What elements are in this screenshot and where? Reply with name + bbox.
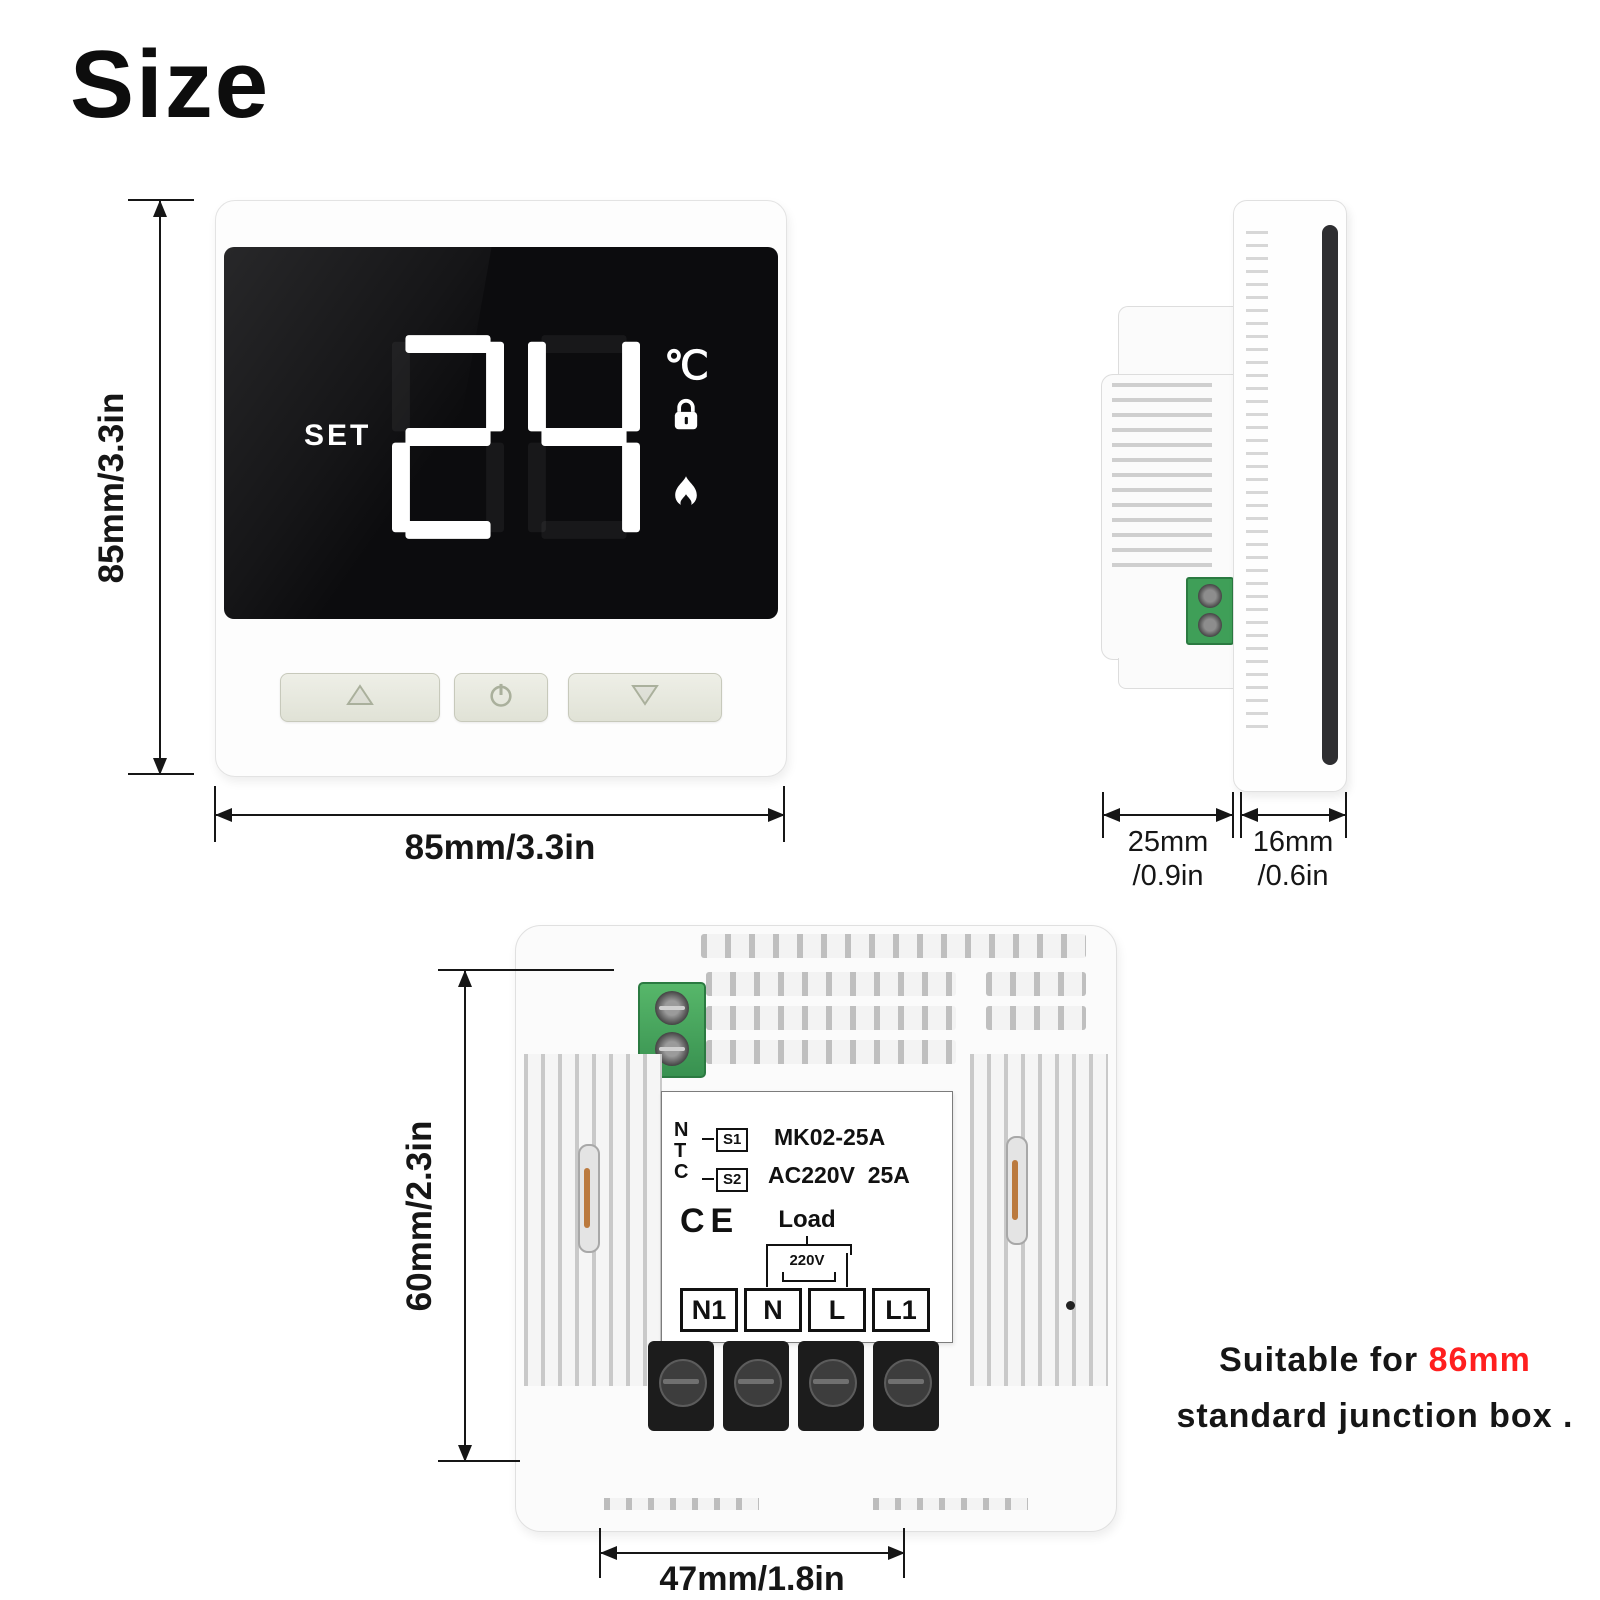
power-button [454, 673, 548, 722]
thermostat-front-view: SET ℃ [215, 200, 787, 777]
up-button [280, 673, 440, 722]
terminal-n1: N1 [680, 1288, 738, 1332]
sensor-terminal-s1: S1 [716, 1128, 749, 1152]
screw-slot [813, 1379, 849, 1384]
side-vent-slots [1112, 383, 1212, 573]
thermostat-screen: SET ℃ [224, 247, 778, 619]
model-number: MK02-25A [774, 1124, 886, 1150]
ntc-letter: C [674, 1161, 689, 1183]
ntc-letter: N [674, 1119, 689, 1141]
voltage-bracket [782, 1272, 836, 1282]
back-height-dim-label: 60mm/2.3in [400, 1120, 439, 1312]
temperature-digits [392, 335, 640, 539]
up-triangle-icon [345, 683, 375, 712]
front-width-dim-line [215, 808, 785, 822]
side-front-plate [1233, 200, 1347, 792]
note-line2: standard junction box . [1176, 1397, 1574, 1435]
wire-line [766, 1253, 768, 1287]
screw-hole [1066, 1301, 1075, 1310]
side-back-box [1101, 374, 1234, 660]
terminal-screw [1198, 613, 1222, 637]
side-front-depth-label-2: /0.6in [1257, 860, 1329, 892]
note-line1: Suitable for 86mm [1150, 1332, 1600, 1388]
side-plate-vent-slots [1246, 231, 1268, 731]
power-rating: AC220V 25A [768, 1162, 910, 1188]
dim-tick [438, 969, 614, 971]
power-icon [487, 681, 515, 714]
terminal-screw [1198, 584, 1222, 608]
wire-line [806, 1236, 808, 1244]
terminal-labels: N1 N L L1 [680, 1288, 930, 1332]
side-front-depth-label-1: 16mm [1252, 826, 1334, 858]
side-screen-edge [1322, 225, 1338, 765]
screw-slot [663, 1379, 699, 1384]
wiring-screw [723, 1341, 789, 1431]
copper-contact [584, 1168, 590, 1228]
set-label: SET [304, 419, 372, 452]
side-back-depth-label-1: 25mm [1127, 826, 1209, 858]
ntc-letter: T [674, 1140, 687, 1162]
dim-tick [1232, 792, 1234, 838]
wire-line [846, 1253, 848, 1287]
side-front-depth-dim-line [1241, 808, 1346, 822]
wire-line [702, 1178, 714, 1180]
side-back-step [1118, 306, 1235, 378]
load-bracket [766, 1244, 852, 1255]
ce-mark: CE [680, 1202, 740, 1240]
wiring-screws [648, 1341, 939, 1431]
celsius-unit: ℃ [664, 344, 709, 388]
front-height-dim-line [153, 200, 167, 775]
screw-slot [738, 1379, 774, 1384]
front-height-dim-label: 85mm/3.3in [92, 392, 131, 584]
flame-icon [671, 475, 701, 516]
vent-slots [986, 1006, 1086, 1030]
terminal-l1: L1 [872, 1288, 930, 1332]
terminal-l: L [808, 1288, 866, 1332]
wiring-screw [648, 1341, 714, 1431]
back-width-dim-line [600, 1546, 905, 1560]
note-highlight: 86mm [1428, 1341, 1531, 1379]
back-height-dim-line [458, 970, 472, 1462]
junction-box-note: Suitable for 86mm standard junction box … [1150, 1332, 1600, 1444]
page-title: Size [70, 31, 271, 138]
spec-label: N T C S1 S2 MK02-25A AC220V 25A CE Load … [661, 1091, 953, 1343]
side-back-depth-label-2: /0.9in [1132, 860, 1204, 892]
copper-contact [1012, 1160, 1018, 1220]
bottom-vent-slot [873, 1498, 1028, 1510]
vent-slots [701, 934, 1086, 958]
dim-tick [438, 1460, 520, 1462]
mounting-slot-right [1006, 1136, 1028, 1245]
screw-slot [888, 1379, 924, 1384]
terminal-screw [655, 991, 689, 1025]
ntc-label: N T C [674, 1120, 688, 1183]
back-width-dim-label: 47mm/1.8in [659, 1560, 845, 1598]
vent-slots [706, 972, 956, 996]
thermostat-back-view: N T C S1 S2 MK02-25A AC220V 25A CE Load … [515, 925, 1117, 1532]
note-prefix: Suitable for [1219, 1341, 1429, 1379]
vent-slots [986, 972, 1086, 996]
side-back-step-bottom [1118, 658, 1235, 689]
wiring-screw [873, 1341, 939, 1431]
side-terminal-block [1186, 577, 1234, 645]
vent-slots [706, 1006, 956, 1030]
dim-tick [1345, 792, 1347, 838]
right-vent-fins [970, 1054, 1108, 1386]
load-label: Load [778, 1206, 836, 1233]
wire-line [702, 1138, 714, 1140]
front-width-dim-label: 85mm/3.3in [404, 828, 596, 867]
down-button [568, 673, 722, 722]
wiring-screw [798, 1341, 864, 1431]
down-triangle-icon [630, 683, 660, 712]
vent-slots [706, 1040, 956, 1064]
side-back-depth-dim-line [1103, 808, 1233, 822]
mounting-slot-left [578, 1144, 600, 1253]
sensor-terminal-s2: S2 [716, 1168, 749, 1192]
lock-icon [671, 397, 701, 438]
bottom-vent-slot [604, 1498, 759, 1510]
terminal-n: N [744, 1288, 802, 1332]
voltage-label: 220V [789, 1252, 825, 1269]
